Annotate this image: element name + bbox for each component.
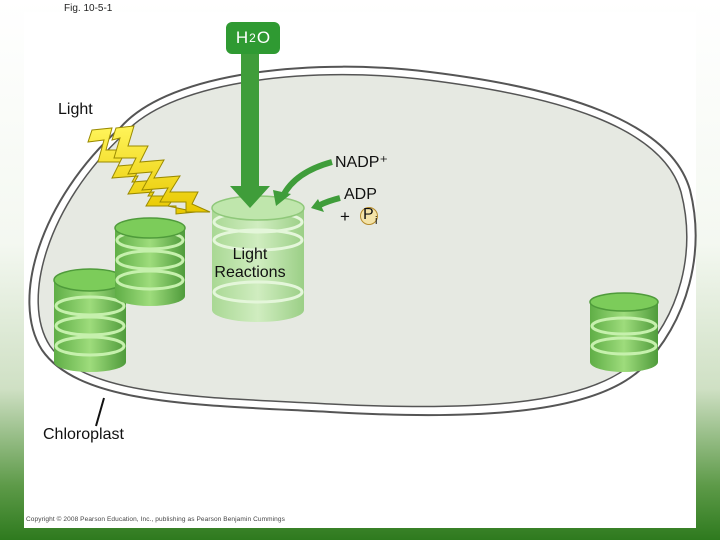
- figure-label: Fig. 10-5-1: [64, 3, 113, 14]
- nadp-label: NADP⁺: [335, 154, 388, 171]
- nadp-arrow-icon: [273, 159, 333, 206]
- phosphate-subscript: i: [375, 215, 378, 227]
- light-reactions-granum: [211, 195, 305, 322]
- light-label: Light: [58, 101, 93, 118]
- phosphate-letter: P: [363, 206, 374, 223]
- water-arrow-icon: [230, 54, 270, 208]
- water-label-h: H: [235, 28, 249, 47]
- granum-middle-left: [114, 217, 186, 306]
- granum-left: [53, 268, 127, 372]
- chloroplast-label: Chloroplast: [43, 426, 124, 443]
- adp-arrow-icon: [311, 195, 341, 212]
- chloroplast-pointer: [95, 397, 105, 427]
- phosphate-circle-icon: [360, 207, 378, 225]
- copyright-notice: Copyright © 2008 Pearson Education, Inc.…: [26, 516, 285, 523]
- water-label-subscript: 2: [249, 31, 256, 45]
- light-bolt-icon: [87, 125, 211, 215]
- adp-label: ADP: [344, 186, 377, 203]
- light-reactions-line1: Light: [232, 246, 268, 263]
- light-reactions-line2: Reactions: [214, 264, 286, 281]
- water-label-o: O: [256, 28, 271, 47]
- phosphate-label: P i: [356, 205, 386, 231]
- light-reactions-label: Light Reactions: [200, 246, 300, 282]
- plus-sign: +: [340, 207, 350, 226]
- granum-right: [589, 292, 659, 372]
